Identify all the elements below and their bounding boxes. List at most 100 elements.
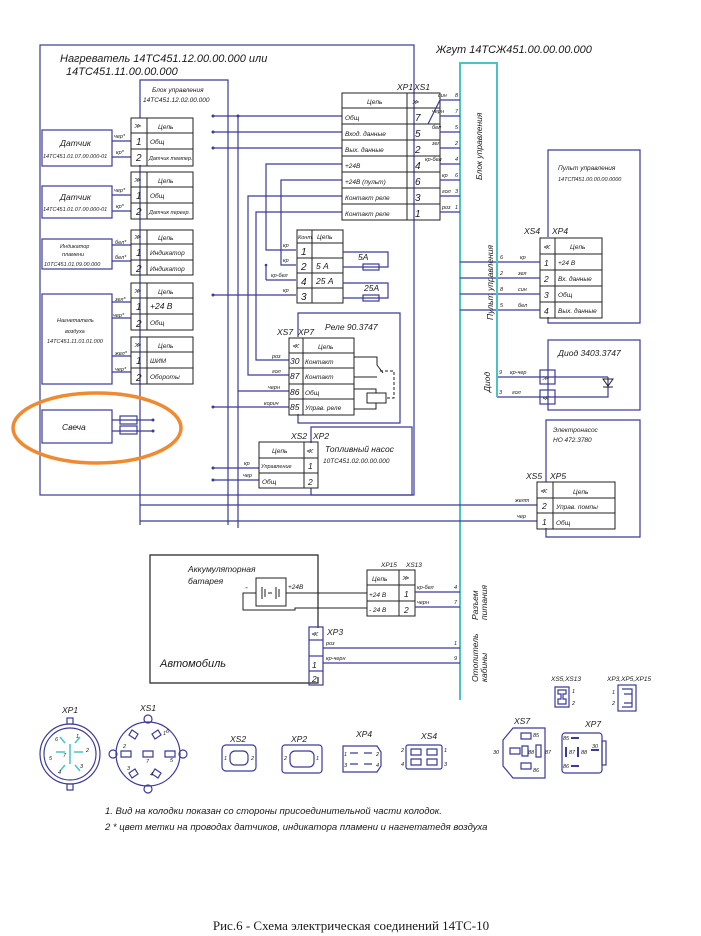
wire-label: син — [438, 93, 447, 99]
wire-label: черн — [432, 109, 444, 115]
pin-number: 1 — [136, 302, 142, 313]
connector-arrow-icon: ≫ — [412, 99, 419, 106]
connector-label: XS13 — [405, 562, 422, 569]
indicator-name-2: пламени — [62, 252, 84, 258]
pin-number: 30 — [592, 744, 599, 750]
sensor-2-name: Датчик — [59, 192, 92, 202]
connector-label: XS7 — [513, 716, 530, 726]
heater-box — [39, 44, 415, 496]
pin-number: 86 — [563, 764, 570, 770]
pin-number: 2 — [135, 264, 142, 275]
pin-number: 4 — [58, 770, 61, 776]
harness-pin: 9 — [499, 370, 502, 376]
pin-number: 1 — [136, 191, 142, 202]
harness-pin: 5 — [455, 125, 459, 131]
connector-label: XS5,XS13 — [550, 676, 581, 683]
pin-label: Общ — [345, 114, 360, 122]
pin-label: ШИМ — [150, 358, 167, 365]
wire-label: чер* — [114, 134, 126, 140]
panel-rows: 1 +24 В 2 Вх. данные 3 Общ 4 Вых. данные — [543, 258, 597, 316]
pin-number: 1 — [415, 209, 421, 220]
connector-arrow-icon: ≪ — [292, 343, 300, 350]
table-header: Конт. — [298, 235, 313, 241]
pin-number: 1 — [544, 258, 549, 268]
branch-control-label: Блок управления — [474, 112, 484, 180]
sensor-1-name: Датчик — [59, 138, 92, 148]
pin-number: 4 — [376, 763, 379, 769]
pin-label: Вх. данные — [558, 275, 592, 283]
wire-label: чер — [517, 514, 526, 520]
connector-label: XP4 — [551, 226, 568, 236]
pin-number: 4 — [150, 772, 153, 778]
control-unit-box — [139, 79, 229, 525]
wire-label: роз — [325, 641, 335, 647]
wire-label: чер* — [113, 313, 125, 319]
pin-number: 4 — [401, 762, 404, 768]
blower-code: 14ТС451.11.01.01.000 — [47, 339, 104, 345]
panel-title: Пульт управления — [558, 165, 616, 172]
fuse-block: Конт. Цепь 1 2 5 А 4 25 А 3 кр кр кр-бел… — [271, 229, 389, 304]
pin-label: Обороты — [150, 373, 180, 381]
table-header: Цепь — [158, 178, 174, 185]
harness-pin: 5 — [500, 303, 504, 309]
pin-label: Вых. данные — [345, 146, 384, 154]
wire-label: гол — [512, 390, 521, 396]
pin-number: 1 — [136, 137, 142, 148]
pin-label: +24 В — [150, 301, 173, 311]
pin-label: Общ — [150, 192, 165, 200]
pin-number: 86 — [290, 387, 300, 397]
wire-label: бел — [432, 125, 441, 131]
fuel-pump: Топливный насос 10ТС451.02.00.00.000 XS2… — [243, 426, 413, 496]
pin-number: 2 — [541, 501, 547, 511]
connector-arrow-icon: ≫ — [134, 123, 141, 130]
battery-minus: - — [245, 582, 248, 592]
pin-label: Общ — [150, 138, 165, 146]
harness-pin: 8 — [500, 287, 504, 293]
pin-number: 3 — [544, 290, 549, 300]
relay-title: Реле 90.3747 — [325, 322, 378, 332]
pin-number: 1 — [404, 589, 409, 599]
fuel-pump-title: Топливный насос — [325, 444, 395, 454]
pin-number: 3 — [444, 762, 448, 768]
pin-number: 2 — [283, 756, 287, 762]
pin-number: 2 — [414, 145, 421, 156]
pin-label: Общ — [262, 478, 277, 486]
connector-label: XS1 — [139, 703, 156, 713]
branch-cab-label-2: кабины — [479, 652, 489, 682]
connector-label: XP7 — [297, 327, 314, 337]
connector-label: XP15 — [380, 562, 397, 569]
pin-number: 2 — [135, 153, 142, 164]
battery-icon — [255, 577, 287, 607]
harness-pin: 7 — [454, 600, 458, 606]
sensor-2-code: 14ТС451.01.07.00.000-01 — [43, 207, 107, 213]
table-header: Цепь — [317, 234, 333, 241]
connector-xs2-view: XS2 1 2 — [221, 734, 257, 772]
control-unit-title: Блок управления — [152, 87, 204, 94]
pin-number: 3 — [415, 193, 421, 204]
pin-number: 2 — [122, 744, 126, 750]
pin-label: +24В (пульт) — [345, 179, 386, 186]
pin-label: Общ — [305, 389, 320, 397]
pin-number: 1 — [163, 731, 166, 737]
wire-label: зел — [431, 141, 440, 147]
table-header: Цепь — [570, 244, 586, 251]
pin-number: 87 — [569, 750, 576, 756]
battery-label-2: батарея — [188, 576, 224, 586]
pin-label: Датчик перегр. — [148, 210, 190, 216]
pin-number: 5 — [170, 758, 174, 764]
indicator-name: Индикатор — [60, 244, 89, 250]
pin-number: 1 — [301, 247, 307, 258]
connector-label: XS2 — [290, 431, 307, 441]
table-header: Цепь — [158, 235, 174, 242]
sensor-2: Датчик 14ТС451.01.07.00.000-01 чер* кр* … — [41, 171, 194, 220]
pin-label: 25 А — [315, 276, 334, 286]
electropump: Электронасос НО 472.3780 XS5 XP5 ≪ Цепь … — [514, 419, 641, 538]
connector-arrow-icon: ≪ — [540, 488, 548, 495]
connector-label: XS4 — [420, 731, 437, 741]
connector-label: XP3,XP5,XP15 — [606, 676, 651, 683]
pin-number: 2 — [400, 748, 404, 754]
pin-label: +24 В — [369, 592, 387, 599]
harness-pin: 1 — [454, 641, 457, 647]
sensor-1: Датчик 14ТС451.01.07.00.000-01 чер* кр* … — [41, 117, 194, 167]
branch-power-label-1: Разъем — [470, 590, 480, 620]
